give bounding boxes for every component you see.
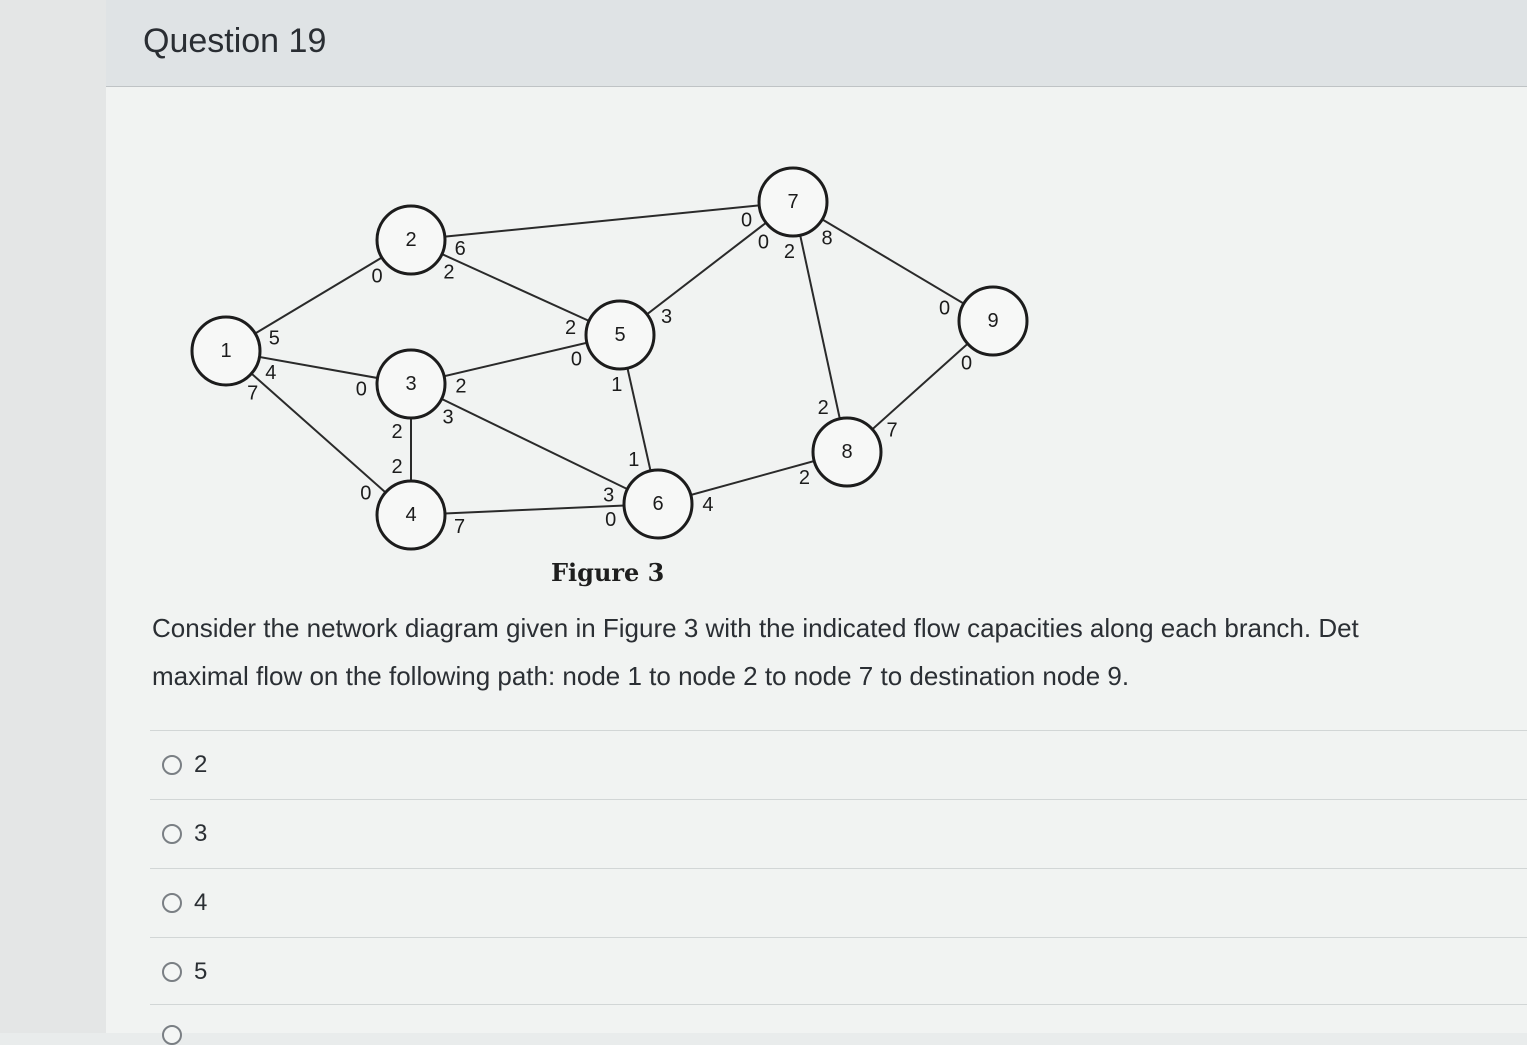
node-label: 7 xyxy=(787,191,798,213)
left-margin xyxy=(0,0,107,1033)
capacity-label-2-5-from: 2 xyxy=(443,262,454,284)
node-3: 3 xyxy=(375,348,447,420)
capacity-label-2-7-to: 0 xyxy=(741,210,752,232)
option-5[interactable]: 5 xyxy=(150,937,1527,1006)
node-9: 9 xyxy=(957,285,1029,357)
node-label: 6 xyxy=(652,493,663,515)
edge-5-7 xyxy=(619,201,794,336)
node-circle xyxy=(957,285,1029,357)
capacity-label-5-7-to: 0 xyxy=(758,231,769,253)
capacity-label-6-8-from: 4 xyxy=(702,494,713,516)
edge-7-8 xyxy=(792,201,848,453)
node-label: 1 xyxy=(220,340,231,362)
question-text: Consider the network diagram given in Fi… xyxy=(152,604,1527,700)
capacity-label-7-9-from: 8 xyxy=(822,228,833,250)
edge-3-5 xyxy=(410,334,621,385)
capacity-label-3-4-to: 2 xyxy=(391,456,402,478)
node-label: 4 xyxy=(405,504,416,526)
radio-icon[interactable] xyxy=(162,824,182,844)
capacity-label-2-7-from: 6 xyxy=(455,238,466,260)
option-label: 4 xyxy=(194,889,208,916)
question-text-line-1: Consider the network diagram given in Fi… xyxy=(152,613,1359,643)
node-1: 1 xyxy=(190,315,262,387)
node-label: 2 xyxy=(405,229,416,251)
node-circle xyxy=(757,166,829,238)
option-partial[interactable] xyxy=(150,1004,1527,1045)
capacity-label-7-9-to: 0 xyxy=(939,297,950,319)
option-4[interactable]: 4 xyxy=(150,868,1527,937)
capacity-label-1-2-to: 0 xyxy=(371,266,382,288)
option-2[interactable]: 2 xyxy=(150,730,1527,799)
capacity-label-3-6-from: 3 xyxy=(442,407,453,429)
node-circle xyxy=(622,468,694,540)
radio-icon[interactable] xyxy=(162,755,182,775)
node-circle xyxy=(375,348,447,420)
node-label: 9 xyxy=(987,310,998,332)
capacity-label-8-9-to: 0 xyxy=(961,352,972,374)
capacity-label-3-5-from: 2 xyxy=(455,376,466,398)
question-header: Question 19 xyxy=(106,0,1527,87)
edge-1-2 xyxy=(225,239,412,352)
capacity-label-4-6-from: 7 xyxy=(454,516,465,538)
edge-3-6 xyxy=(410,383,659,505)
edge-2-7 xyxy=(410,201,794,241)
capacity-label-6-8-to: 2 xyxy=(799,467,810,489)
capacity-label-4-6-to: 0 xyxy=(605,509,616,531)
node-5: 5 xyxy=(584,299,656,371)
capacity-label-5-7-from: 3 xyxy=(661,306,672,328)
capacity-label-1-4-to: 0 xyxy=(360,483,371,505)
capacity-label-1-2-from: 5 xyxy=(269,327,280,349)
capacity-label-7-8-from: 2 xyxy=(784,241,795,263)
capacity-label-1-4-from: 7 xyxy=(247,382,258,404)
capacity-label-5-6-to: 1 xyxy=(628,449,639,471)
edge-2-5 xyxy=(410,239,621,336)
capacity-label-1-3-to: 0 xyxy=(356,378,367,400)
capacity-label-8-9-from: 7 xyxy=(887,419,898,441)
node-8: 8 xyxy=(811,416,883,488)
option-3[interactable]: 3 xyxy=(150,799,1527,868)
edge-7-9 xyxy=(792,201,994,322)
node-2: 2 xyxy=(375,204,447,276)
edge-1-4 xyxy=(225,350,412,516)
edge-4-6 xyxy=(410,503,659,516)
capacity-label-7-8-to: 2 xyxy=(818,397,829,419)
node-label: 5 xyxy=(614,324,625,346)
node-4: 4 xyxy=(375,479,447,551)
figure-caption: Figure 3 xyxy=(551,558,665,587)
radio-icon[interactable] xyxy=(162,962,182,982)
question-body xyxy=(106,87,1527,1033)
question-title: Question 19 xyxy=(143,22,327,60)
capacity-label-1-3-from: 4 xyxy=(265,362,276,384)
radio-icon[interactable] xyxy=(162,1025,182,1045)
capacity-label-3-6-to: 3 xyxy=(603,485,614,507)
capacity-label-3-4-from: 2 xyxy=(391,421,402,443)
node-7: 7 xyxy=(757,166,829,238)
question-text-line-2: maximal flow on the following path: node… xyxy=(152,661,1130,691)
option-label: 3 xyxy=(194,820,208,847)
node-circle xyxy=(190,315,262,387)
node-label: 3 xyxy=(405,373,416,395)
node-6: 6 xyxy=(622,468,694,540)
node-circle xyxy=(811,416,883,488)
answer-options: 2 3 4 5 xyxy=(150,730,1527,1006)
option-label: 5 xyxy=(194,958,208,985)
option-label: 2 xyxy=(194,751,208,778)
capacity-label-3-5-to: 0 xyxy=(571,349,582,371)
node-circle xyxy=(584,299,656,371)
capacity-label-5-6-from: 1 xyxy=(611,374,622,396)
capacity-label-2-5-to: 2 xyxy=(565,317,576,339)
node-circle xyxy=(375,479,447,551)
node-circle xyxy=(375,204,447,276)
node-label: 8 xyxy=(841,441,852,463)
radio-icon[interactable] xyxy=(162,893,182,913)
